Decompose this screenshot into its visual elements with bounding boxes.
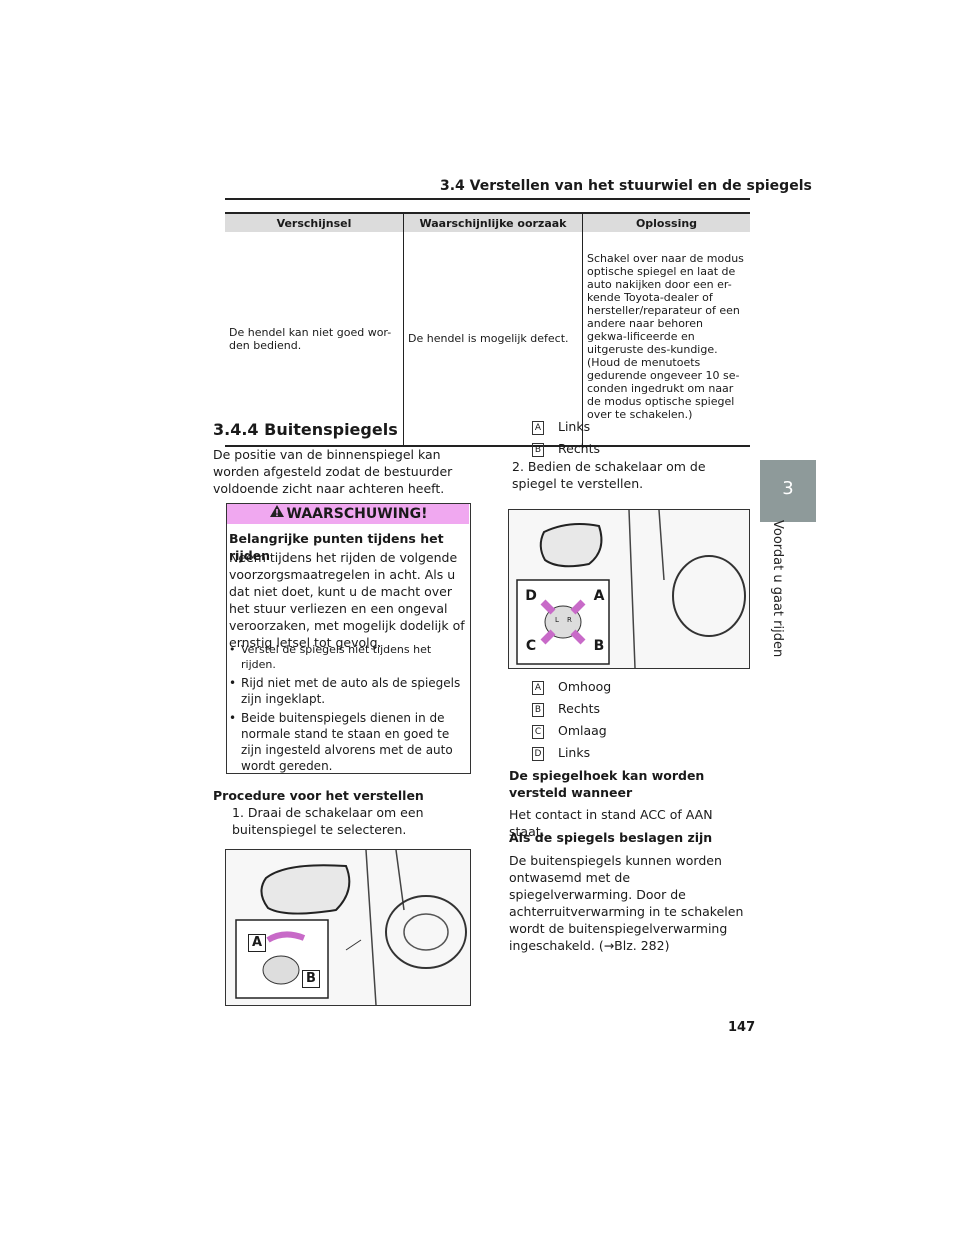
chapter-header: 3.4 Verstellen van het stuurwiel en de s… <box>440 178 812 194</box>
folded-text: De buitenspiegels kunnen worden ontwasem… <box>509 853 744 953</box>
warning-header: WAARSCHUWING! <box>227 504 469 524</box>
warning-box <box>226 503 471 774</box>
figure-mirror-adjust: D A C B L R <box>508 509 750 669</box>
procedure-step-1: 1. Draai de schakelaar om een buitenspie… <box>232 805 424 837</box>
procedure-step-2: 2. Bedien de schakelaar om de spiegel te… <box>512 459 706 491</box>
callout-a: A <box>593 588 605 604</box>
figure-mirror-select: A B <box>225 849 471 1006</box>
folded-title: Als de spiegels beslagen zijn <box>509 830 713 845</box>
header-rule <box>225 198 750 200</box>
warning-bullets: •Verstel de spiegels niet tijdens het ri… <box>229 642 461 774</box>
procedure-title: Procedure voor het verstellen <box>213 788 424 803</box>
warning-body: Neem tijdens het rijden de volgende voor… <box>229 550 465 650</box>
angle-text: Het contact in stand ACC of AAN staat. <box>509 807 713 839</box>
table-header: Waarschijnlijke oorzaak <box>403 213 583 232</box>
troubleshoot-table: Verschijnsel Waarschijnlijke oorzaak Opl… <box>225 212 750 447</box>
table-header: Verschijnsel <box>225 213 404 232</box>
callout-d: D <box>525 588 537 604</box>
side-tab-number: 3 <box>782 478 794 499</box>
warning-icon <box>269 504 285 524</box>
warning-title: WAARSCHUWING! <box>286 506 428 522</box>
side-tab <box>760 460 816 522</box>
table-header: Oplossing <box>582 213 750 232</box>
angle-title: De spiegelhoek kan worden versteld wanne… <box>509 768 705 800</box>
list-item: •Beide buitenspiegels dienen in de norma… <box>229 711 453 773</box>
list-item: •Verstel de spiegels niet tijdens het ri… <box>229 643 432 671</box>
section-title: 3.4.4 Buitenspiegels <box>213 420 398 439</box>
callout-c: C <box>525 638 537 654</box>
table-header-row: Verschijnsel Waarschijnlijke oorzaak Opl… <box>225 213 750 232</box>
knob-label-l: L <box>555 616 559 624</box>
table-cell-symptom: De hendel kan niet goed wor-den bediend. <box>229 325 392 352</box>
side-tab-label: Voordat u gaat rijden <box>770 520 785 658</box>
callout-b: B <box>302 970 320 988</box>
table-cell-cause: De hendel is mogelijk defect. <box>403 232 583 446</box>
warning-subtitle: Belangrijke punten tijdens het rijden <box>229 531 444 563</box>
list-item: •Rijd niet met de auto als de spiegels z… <box>229 676 461 706</box>
table-row: De hendel kan niet goed wor-den bediend.… <box>225 232 750 446</box>
page-number: 147 <box>728 1020 756 1035</box>
callout-b: B <box>593 638 605 654</box>
callout-a: A <box>248 934 266 952</box>
knob-label-r: R <box>567 616 572 624</box>
table-cell-solution: Schakel over naar de modus optische spie… <box>582 232 750 446</box>
section-intro: De positie van de binnenspiegel kan word… <box>213 447 453 496</box>
